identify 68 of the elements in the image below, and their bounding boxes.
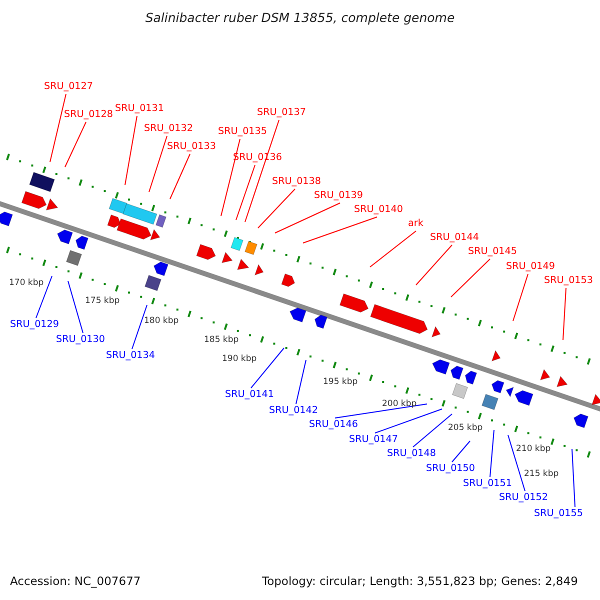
- gene-label: SRU_0134: [106, 349, 155, 363]
- gene-label: SRU_0131: [115, 102, 164, 116]
- leader-line: [370, 230, 416, 268]
- scale-label: 175 kbp: [85, 295, 120, 308]
- leader-line: [236, 164, 256, 220]
- gene-label: SRU_0128: [64, 108, 113, 122]
- gene-label: SRU_0153: [544, 274, 593, 288]
- leader-line: [302, 216, 378, 244]
- leader-line: [68, 280, 84, 334]
- gene-label: SRU_0149: [506, 260, 555, 274]
- leader-line: [250, 348, 284, 388]
- scale-label: 215 kbp: [524, 468, 559, 481]
- leader-line: [452, 440, 470, 462]
- leader-line: [374, 408, 442, 434]
- gene-label: SRU_0138: [272, 175, 321, 189]
- gene-label: SRU_0152: [499, 491, 548, 505]
- scale-label: 190 kbp: [222, 353, 257, 366]
- leader-line: [148, 136, 168, 192]
- gene-label: ark: [408, 217, 424, 231]
- gene-label: SRU_0139: [314, 189, 363, 203]
- gene-label: SRU_0147: [349, 433, 398, 447]
- leader-line: [258, 188, 296, 228]
- gene-label: SRU_0146: [309, 418, 358, 432]
- gene-label: SRU_0133: [167, 140, 216, 154]
- gene-label: SRU_0132: [144, 122, 193, 136]
- scale-label: 210 kbp: [516, 443, 551, 456]
- leader-line: [50, 94, 66, 162]
- footer-text: Topology: circular; Length: 3,551,823 bp; Genes: 2,849: [262, 574, 578, 588]
- leader-line: [562, 288, 566, 340]
- scale-label: 185 kbp: [204, 334, 239, 347]
- leader-line: [132, 304, 148, 350]
- scale-label: 170 kbp: [9, 277, 44, 290]
- gene-label: SRU_0150: [426, 462, 475, 476]
- leader-line: [170, 154, 190, 200]
- leader-line: [334, 404, 428, 418]
- gene-label: SRU_0141: [225, 388, 274, 402]
- leader-line: [64, 122, 86, 168]
- leader-line: [572, 448, 576, 508]
- gene-label: SRU_0129: [10, 318, 59, 332]
- gene-label: SRU_0137: [257, 106, 306, 120]
- gene-label: SRU_0151: [463, 477, 512, 491]
- leader-line: [450, 258, 490, 298]
- gene-label: SRU_0145: [468, 245, 517, 259]
- gene-label: SRU_0127: [44, 80, 93, 94]
- scale-label: 205 kbp: [448, 422, 483, 435]
- leader-line: [490, 430, 494, 478]
- leader-line: [244, 120, 280, 222]
- scale-label: 200 kbp: [382, 398, 417, 411]
- gene-label: SRU_0155: [534, 507, 583, 521]
- leader-line: [512, 274, 528, 322]
- gene-label: SRU_0140: [354, 203, 403, 217]
- leader-line: [220, 138, 240, 216]
- scale-label: 180 kbp: [144, 315, 179, 328]
- gene-label: SRU_0130: [56, 333, 105, 347]
- leader-line: [412, 414, 452, 448]
- leader-line: [296, 360, 306, 404]
- gene-label: SRU_0142: [269, 404, 318, 418]
- leader-line: [274, 202, 340, 234]
- gene-label: SRU_0144: [430, 231, 479, 245]
- scale-label: 195 kbp: [323, 376, 358, 389]
- leader-line: [508, 434, 526, 492]
- title: Salinibacter ruber DSM 13855, complete genome: [144, 10, 456, 25]
- footer-text: Accession: NC_007677: [10, 574, 141, 588]
- gene-label: SRU_0135: [218, 125, 267, 139]
- gene-label: SRU_0148: [387, 447, 436, 461]
- leader-line: [36, 276, 52, 318]
- leader-line: [416, 244, 452, 286]
- leader-line: [124, 116, 138, 186]
